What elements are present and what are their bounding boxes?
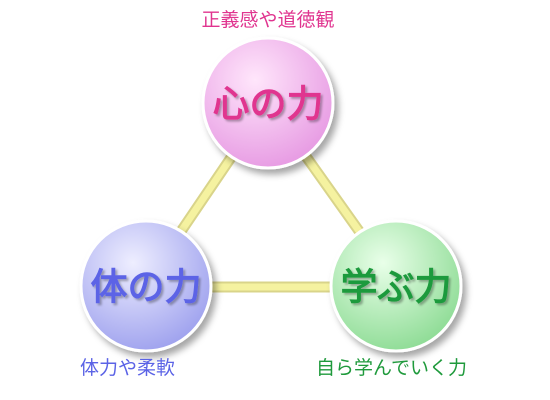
node-heart-circle [201,36,335,170]
node-learn: 学ぶ力 [329,219,463,353]
node-learn-caption: 自ら学んでいく力 [316,357,468,379]
node-heart-label: 心の力 [213,83,324,126]
node-body-label: 体の力 [91,266,202,309]
node-body: 体の力 [79,219,213,353]
node-heart-caption: 正義感や道徳観 [201,9,335,31]
node-learn-circle [329,219,463,353]
node-learn-label: 学ぶ力 [341,266,452,309]
node-body-circle [79,219,213,353]
node-body-caption: 体力や柔軟 [80,357,176,379]
node-heart: 心の力 [201,36,335,170]
